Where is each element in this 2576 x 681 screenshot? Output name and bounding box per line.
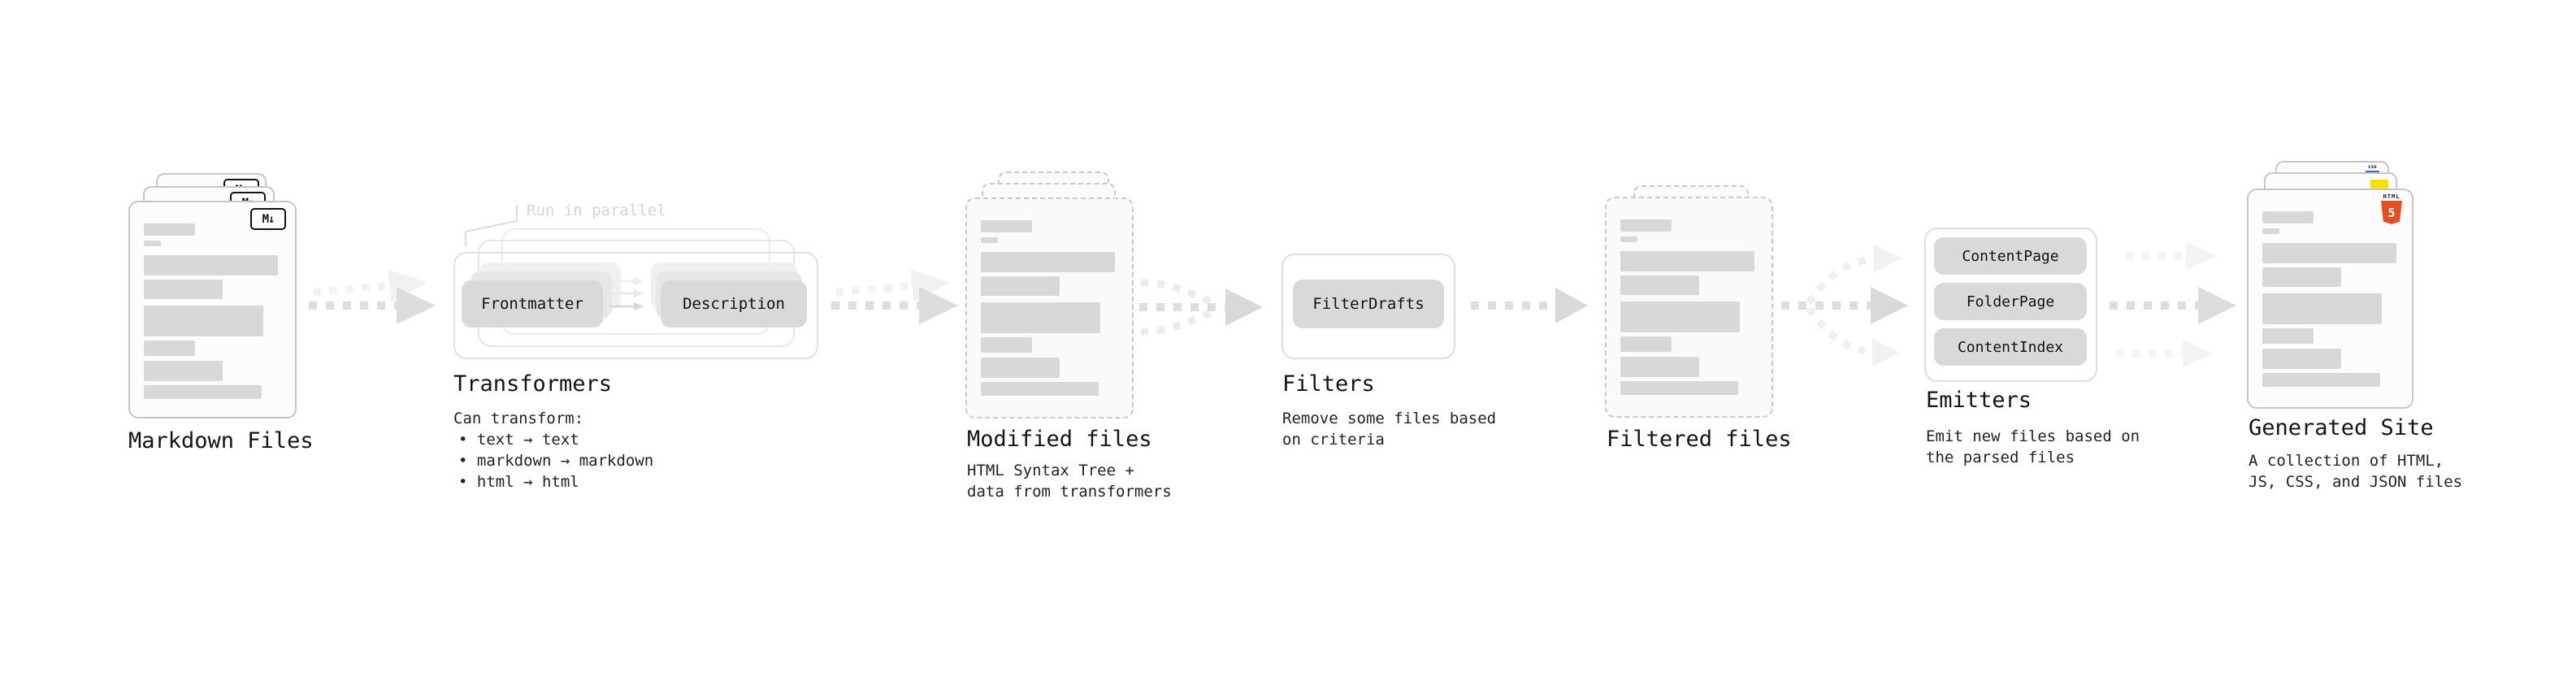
desc-line: the parsed files (1926, 449, 2075, 466)
generated-site-label: Generated Site (2249, 415, 2434, 440)
html5-icon-shield: 5 (2381, 201, 2402, 224)
placeholder-bar (1620, 219, 1672, 232)
css-icon-label: css (2368, 164, 2377, 170)
transformer-chip-frontmatter: Frontmatter (462, 280, 603, 327)
placeholder-bar (1620, 236, 1637, 242)
placeholder-bar (2262, 211, 2314, 223)
markdown-icon: M↓ (250, 208, 286, 230)
flow-arrow-filters-to-filtered (1471, 288, 1588, 323)
placeholder-bar (2262, 267, 2341, 287)
placeholder-bar (144, 255, 278, 275)
emitters-desc: Emit new files based on the parsed files (1926, 426, 2140, 468)
html5-icon: HTML 5 (2381, 193, 2402, 224)
desc-line: data from transformers (967, 483, 1172, 501)
placeholder-bar (1620, 381, 1738, 395)
markdown-icon-glyph: M↓ (262, 212, 275, 226)
site-file-card-front: HTML 5 (2247, 189, 2413, 409)
placeholder-bar (2262, 373, 2380, 387)
placeholder-bar (2262, 228, 2279, 234)
css-icon-bar (2366, 171, 2379, 173)
file-content-placeholder (2262, 211, 2396, 387)
filter-chip-filterdrafts: FilterDrafts (1293, 280, 1444, 328)
emitters-label: Emitters (1926, 388, 2032, 413)
placeholder-bar (1620, 301, 1740, 332)
desc-line: A collection of HTML, (2249, 452, 2444, 470)
placeholder-bar (981, 382, 1099, 396)
placeholder-bar (144, 385, 262, 399)
placeholder-bar (1620, 336, 1672, 352)
flow-arrow-modified-to-filters (1139, 279, 1263, 336)
transformers-group-front (453, 252, 818, 359)
transform-bullet: • text → text (458, 431, 579, 449)
filtered-file-card-front (1605, 197, 1773, 418)
file-content-placeholder (1620, 219, 1754, 395)
parallel-arrows-icon (609, 277, 644, 310)
placeholder-bar (2262, 349, 2341, 369)
desc-line: on criteria (1282, 431, 1385, 449)
generated-site-desc: A collection of HTML, JS, CSS, and JSON … (2249, 450, 2462, 492)
placeholder-bar (2262, 328, 2314, 344)
placeholder-bar (144, 361, 223, 381)
placeholder-bar (1620, 357, 1699, 377)
placeholder-bar (981, 337, 1032, 353)
placeholder-bar (1620, 275, 1699, 295)
desc-line: JS, CSS, and JSON files (2249, 473, 2463, 491)
js-icon (2370, 180, 2388, 189)
flow-arrows-emitters-to-site (2110, 242, 2236, 367)
placeholder-bar (1620, 251, 1754, 271)
transformers-desc-heading: Can transform: (453, 410, 584, 427)
markdown-files-label: Markdown Files (128, 428, 314, 453)
emitter-chip-contentpage: ContentPage (1934, 237, 2087, 275)
placeholder-bar (981, 252, 1115, 272)
run-in-parallel-callout-line (465, 206, 518, 246)
filters-label: Filters (1282, 371, 1375, 397)
file-content-placeholder (144, 223, 278, 399)
placeholder-bar (144, 306, 263, 336)
filtered-files-label: Filtered files (1607, 427, 1792, 452)
flow-arrow-filtered-to-emitters (1781, 245, 1908, 367)
transformer-chip-description: Description (661, 280, 807, 327)
placeholder-bar (144, 241, 161, 246)
modified-file-card-front (965, 197, 1134, 419)
flow-arrow-transformers-to-modified (831, 269, 958, 324)
filters-desc: Remove some files based on criteria (1282, 408, 1496, 450)
markdown-file-card-front: M↓ (128, 201, 297, 419)
modified-files-desc: HTML Syntax Tree + data from transformer… (967, 460, 1172, 502)
emitter-chip-contentindex: ContentIndex (1934, 328, 2087, 366)
placeholder-bar (981, 220, 1032, 232)
placeholder-bar (144, 340, 195, 356)
placeholder-bar (981, 358, 1060, 378)
html5-icon-label: HTML (2383, 193, 2400, 200)
placeholder-bar (2262, 293, 2382, 324)
placeholder-bar (981, 302, 1100, 333)
transform-bullet: • markdown → markdown (458, 452, 654, 470)
placeholder-bar (144, 223, 195, 236)
file-content-placeholder (981, 220, 1115, 396)
placeholder-bar (144, 280, 223, 299)
flow-arrow-markdown-to-transformers (309, 269, 436, 324)
modified-files-label: Modified files (967, 427, 1152, 452)
css-icon: css (2366, 165, 2379, 173)
desc-line: HTML Syntax Tree + (967, 462, 1134, 479)
desc-line: Remove some files based (1282, 410, 1497, 427)
transformers-label: Transformers (453, 371, 613, 397)
run-in-parallel-callout: Run in parallel (527, 202, 666, 219)
transform-bullet: • html → html (458, 473, 579, 491)
placeholder-bar (2262, 243, 2396, 263)
emitter-chip-folderpage: FolderPage (1934, 283, 2087, 320)
placeholder-bar (981, 276, 1060, 296)
transformers-desc-bullets: • text → text • markdown → markdown • ht… (458, 429, 653, 492)
desc-line: Emit new files based on (1926, 427, 2140, 445)
html5-icon-number: 5 (2387, 205, 2396, 220)
placeholder-bar (981, 237, 998, 243)
